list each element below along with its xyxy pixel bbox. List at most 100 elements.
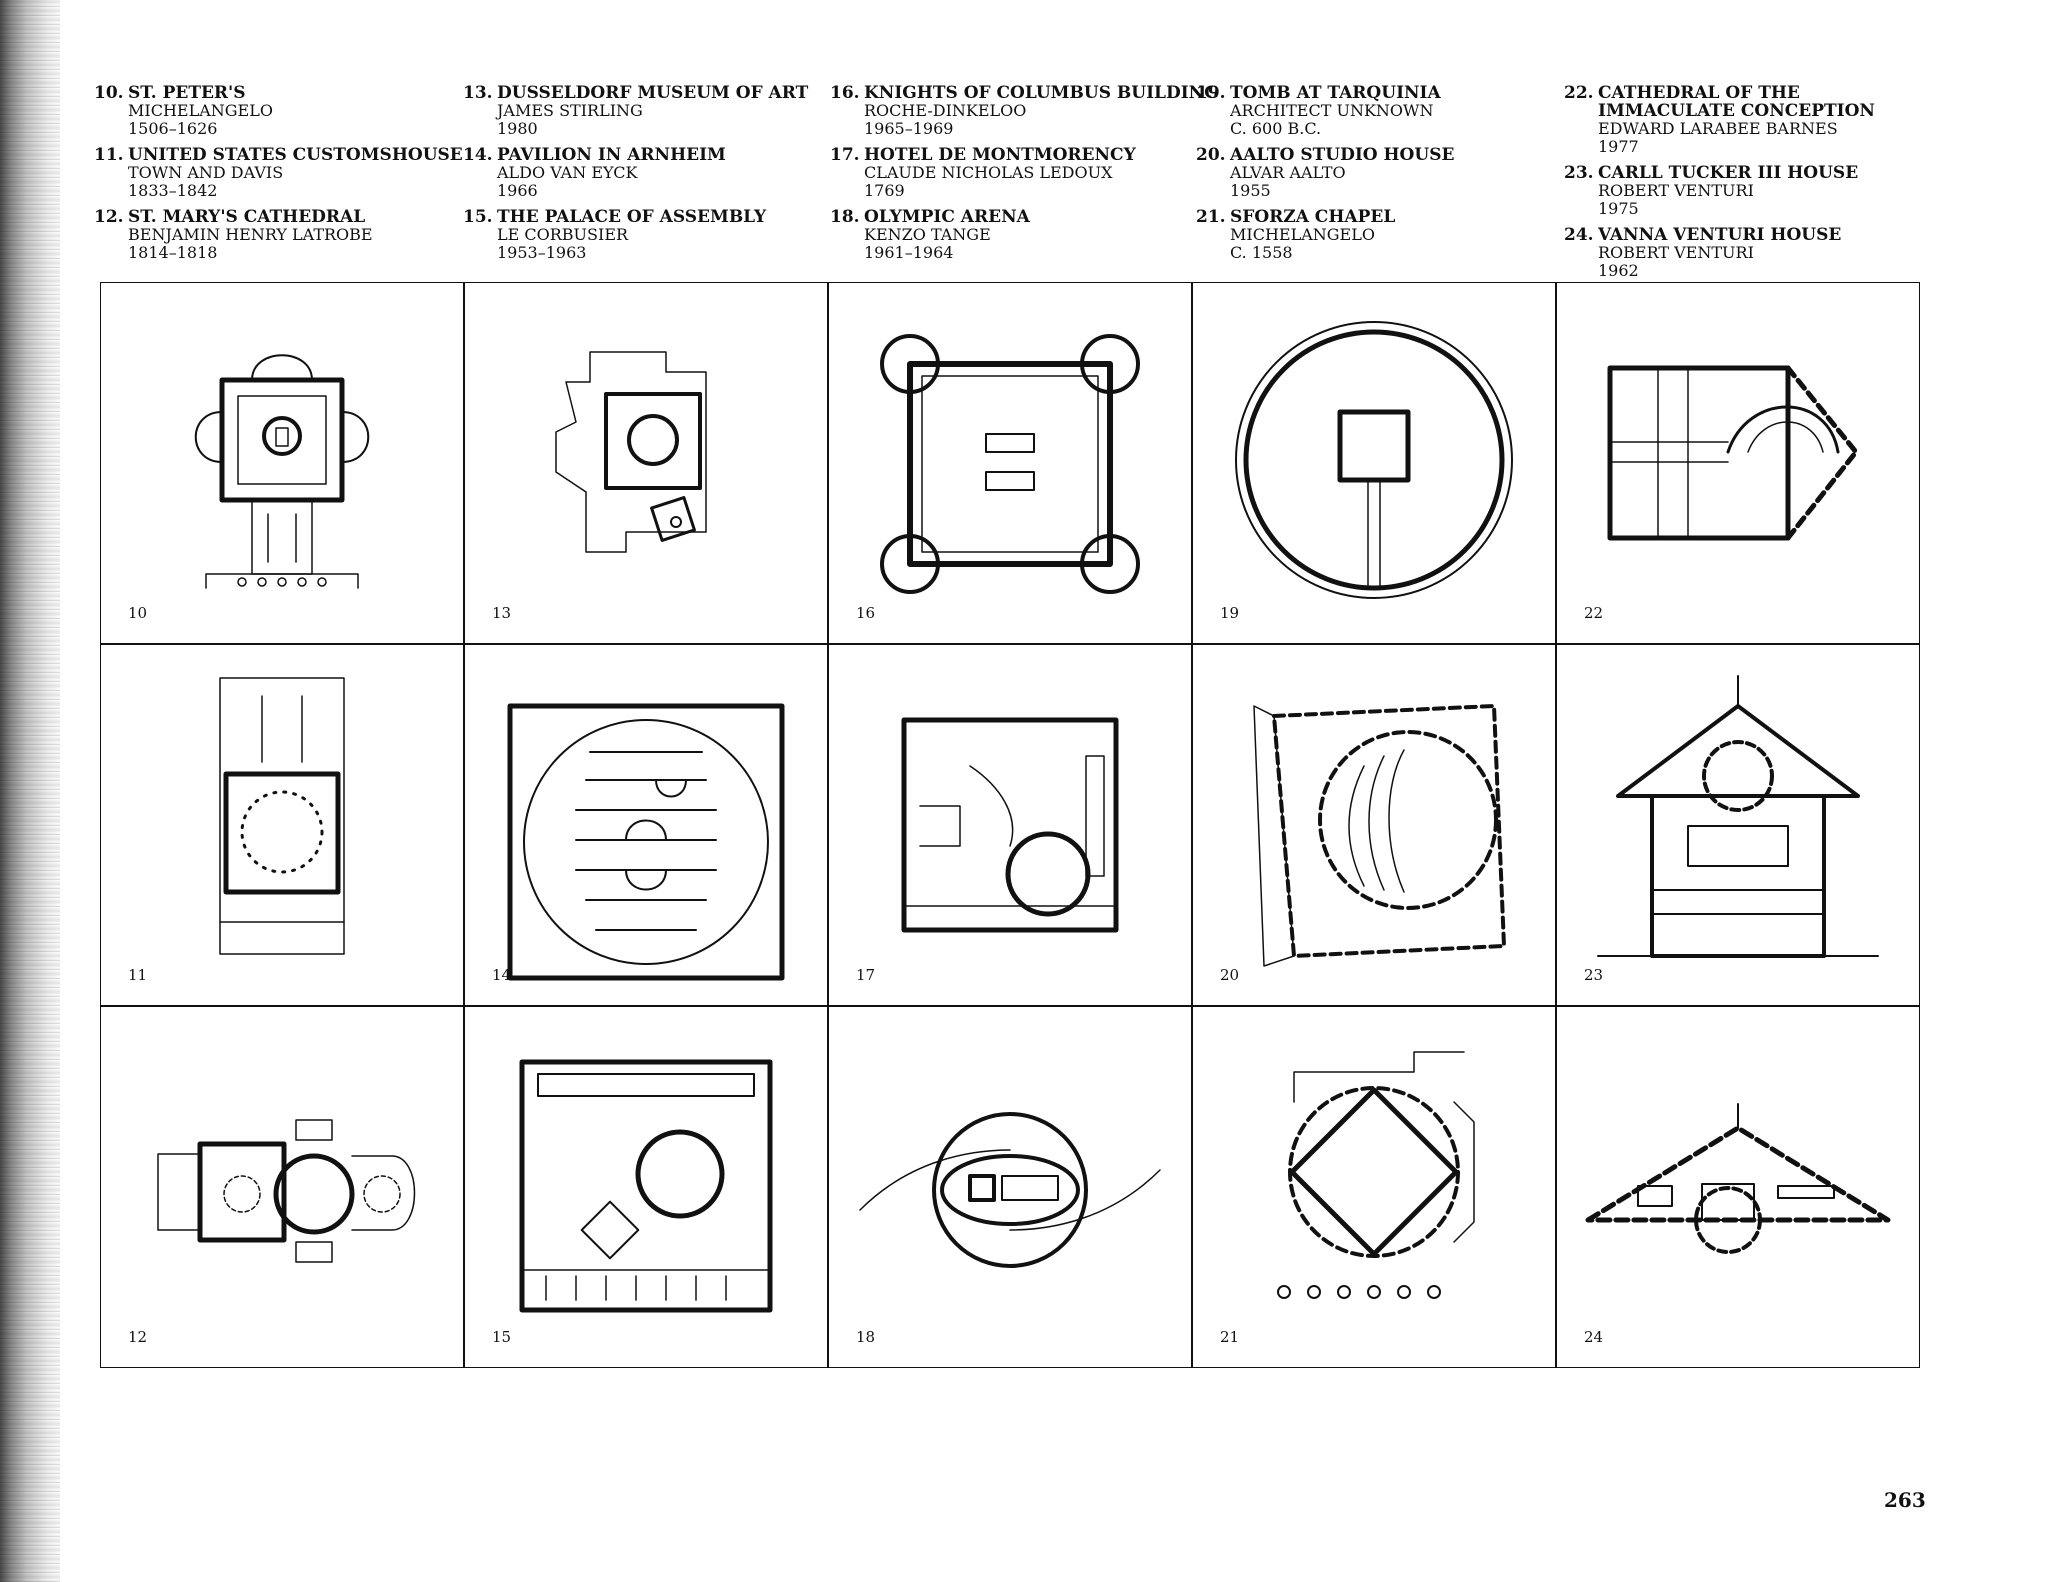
architect-name: ROBERT VENTURI <box>1598 243 1754 262</box>
entry-number: 18. <box>830 207 860 227</box>
plan-knights-of-columbus <box>880 334 1140 594</box>
plan-us-customshouse <box>219 677 345 955</box>
building-name: SFORZA CHAPEL <box>1230 207 1396 227</box>
build-date: 1966 <box>497 181 538 200</box>
architect-name: ROCHE-DINKELOO <box>864 101 1027 120</box>
architect-name: LE CORBUSIER <box>497 225 629 244</box>
caption-column-1: 10.ST. PETER'S MICHELANGELO 1506–1626 11… <box>94 84 463 270</box>
architect-name: ALDO VAN EYCK <box>497 163 638 182</box>
entry-number: 21. <box>1196 207 1226 227</box>
building-name: AALTO STUDIO HOUSE <box>1230 145 1455 165</box>
plan-carll-tucker-house <box>1597 675 1879 958</box>
build-date: 1833–1842 <box>128 181 218 200</box>
build-date: c. 1558 <box>1230 243 1293 262</box>
caption-entry: 21.SFORZA CHAPEL MICHELANGELO c. 1558 <box>1196 208 1556 262</box>
page-number: 263 <box>1884 1488 1926 1512</box>
architect-name: MICHELANGELO <box>128 101 273 120</box>
building-name: CATHEDRAL OF THE <box>1598 83 1800 103</box>
entry-number: 20. <box>1196 145 1226 165</box>
cell-number: 21 <box>1220 1328 1240 1346</box>
architect-name: KENZO TANGE <box>864 225 991 244</box>
plan-sforza-chapel <box>1277 1051 1475 1299</box>
entry-number: 12. <box>94 207 124 227</box>
entry-number: 11. <box>94 145 124 165</box>
architect-name: CLAUDE NICHOLAS LEDOUX <box>864 163 1113 182</box>
caption-entry: 24.VANNA VENTURI HOUSE ROBERT VENTURI 19… <box>1564 226 1924 280</box>
building-name: THE PALACE OF ASSEMBLY <box>497 207 767 227</box>
cell-number: 24 <box>1584 1328 1604 1346</box>
caption-entry: 11.UNITED STATES CUSTOMSHOUSE TOWN AND D… <box>94 145 463 200</box>
build-date: 1980 <box>497 119 538 138</box>
caption-entry: 16.KNIGHTS OF COLUMBUS BUILDING ROCHE-DI… <box>830 83 1219 138</box>
caption-column-5: 22.CATHEDRAL OF THE IMMACULATE CONCEPTIO… <box>1564 84 1924 288</box>
plan-grid: 10 13 16 19 22 11 14 17 20 23 12 15 18 2… <box>100 282 1920 1368</box>
cell-number: 11 <box>128 966 148 984</box>
caption-entry: 19.TOMB AT TARQUINIA ARCHITECT UNKNOWN c… <box>1196 84 1556 138</box>
build-date: 1961–1964 <box>864 243 954 262</box>
building-name: PAVILION IN ARNHEIM <box>497 145 726 165</box>
entry-number: 14. <box>463 145 493 165</box>
plan-palace-of-assembly <box>519 1059 773 1313</box>
architect-name: EDWARD LARABEE BARNES <box>1598 119 1838 138</box>
building-name: OLYMPIC ARENA <box>864 207 1030 227</box>
plan-aalto-studio-house <box>1253 704 1506 967</box>
plan-st-marys-cathedral <box>157 1119 416 1263</box>
build-date: 1506–1626 <box>128 119 218 138</box>
plan-pavilion-arnheim <box>507 703 785 981</box>
caption-entry: 17.HOTEL DE MONTMORENCY CLAUDE NICHOLAS … <box>830 146 1190 200</box>
build-date: 1975 <box>1598 199 1639 218</box>
architect-name: JAMES STIRLING <box>497 101 643 120</box>
build-date: 1955 <box>1230 181 1271 200</box>
building-name: CARLL TUCKER III HOUSE <box>1598 163 1859 183</box>
architect-name: TOWN AND DAVIS <box>128 163 284 182</box>
cell-number: 15 <box>492 1328 512 1346</box>
caption-entry: 13.DUSSELDORF MUSEUM OF ART JAMES STIRLI… <box>463 84 823 138</box>
architect-name: BENJAMIN HENRY LATROBE <box>128 225 373 244</box>
plan-grid-drawing <box>100 282 1920 1368</box>
entry-number: 15. <box>463 207 493 227</box>
entry-number: 22. <box>1564 83 1594 103</box>
caption-entry: 12.ST. MARY'S CATHEDRAL BENJAMIN HENRY L… <box>94 208 454 262</box>
caption-block: 10.ST. PETER'S MICHELANGELO 1506–1626 11… <box>94 83 1934 280</box>
building-name: VANNA VENTURI HOUSE <box>1598 225 1842 245</box>
cell-number: 19 <box>1220 604 1240 622</box>
entry-number: 24. <box>1564 225 1594 245</box>
build-date: 1977 <box>1598 137 1639 156</box>
building-name: ST. PETER'S <box>128 83 246 103</box>
build-date: c. 600 B.C. <box>1230 119 1322 138</box>
caption-column-2: 13.DUSSELDORF MUSEUM OF ART JAMES STIRLI… <box>463 84 823 270</box>
cell-number: 23 <box>1584 966 1604 984</box>
entry-number: 17. <box>830 145 860 165</box>
plan-vanna-venturi-house <box>1585 1103 1891 1254</box>
building-name: HOTEL DE MONTMORENCY <box>864 145 1136 165</box>
entry-number: 16. <box>830 83 860 103</box>
plan-tomb-tarquinia <box>1235 321 1513 599</box>
scan-edge-shadow <box>0 0 60 1582</box>
build-date: 1965–1969 <box>864 119 954 138</box>
building-name: TOMB AT TARQUINIA <box>1230 83 1441 103</box>
architect-name: MICHELANGELO <box>1230 225 1375 244</box>
cell-number: 13 <box>492 604 512 622</box>
entry-number: 13. <box>463 83 493 103</box>
build-date: 1953–1963 <box>497 243 587 262</box>
architect-name: ROBERT VENTURI <box>1598 181 1754 200</box>
caption-entry: 20.AALTO STUDIO HOUSE ALVAR AALTO 1955 <box>1196 146 1556 200</box>
cell-number: 22 <box>1584 604 1604 622</box>
cell-number: 17 <box>856 966 876 984</box>
caption-entry: 18.OLYMPIC ARENA KENZO TANGE 1961–1964 <box>830 208 1190 262</box>
caption-column-3: 16.KNIGHTS OF COLUMBUS BUILDING ROCHE-DI… <box>830 83 1219 270</box>
cell-number: 14 <box>492 966 512 984</box>
cell-number: 16 <box>856 604 876 622</box>
building-name: KNIGHTS OF COLUMBUS BUILDING <box>864 83 1219 103</box>
cell-number: 12 <box>128 1328 148 1346</box>
entry-number: 10. <box>94 83 124 103</box>
cell-number: 20 <box>1220 966 1240 984</box>
building-name: DUSSELDORF MUSEUM OF ART <box>497 83 809 103</box>
build-date: 1769 <box>864 181 905 200</box>
caption-entry: 14.PAVILION IN ARNHEIM ALDO VAN EYCK 196… <box>463 146 823 200</box>
plan-dusseldorf-museum <box>555 351 707 553</box>
building-name: UNITED STATES CUSTOMSHOUSE <box>128 145 463 165</box>
building-name: ST. MARY'S CATHEDRAL <box>128 207 366 227</box>
caption-entry: 10.ST. PETER'S MICHELANGELO 1506–1626 <box>94 84 454 138</box>
building-name-continued: IMMACULATE CONCEPTION <box>1598 101 1875 121</box>
